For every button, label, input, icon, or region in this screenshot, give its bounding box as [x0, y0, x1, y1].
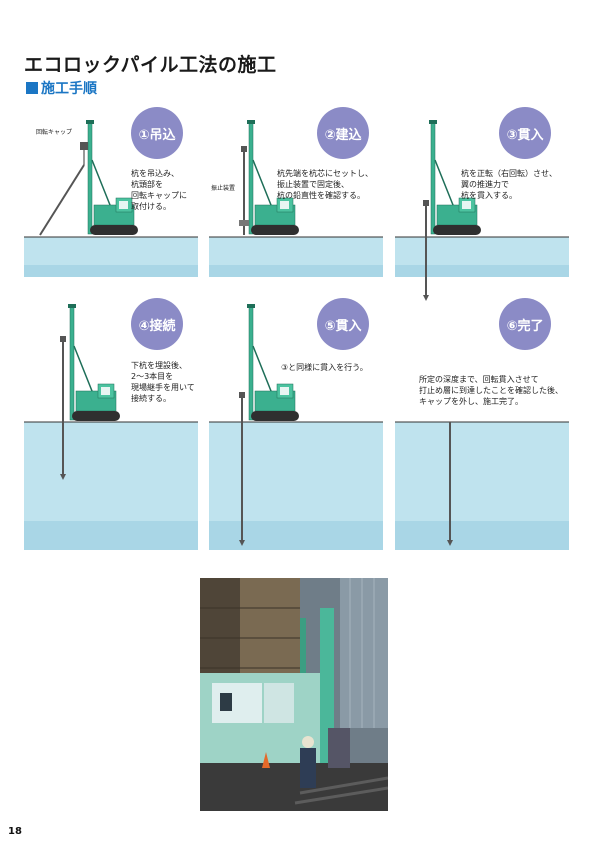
step-description-5: ③と同様に貫入を行う。 — [281, 363, 368, 372]
step-1-illustration — [24, 120, 198, 277]
step-badge-4: ④接続 — [131, 298, 183, 350]
step-5-illustration — [209, 304, 383, 550]
section-heading-text: 施工手順 — [41, 81, 97, 97]
step-description-3: 杭を正転（右回転）させ、 翼の推進力で 杭を貫入する。 — [461, 169, 557, 200]
step-6-illustration — [395, 421, 569, 550]
step-panel-2: 振止装置 ②建込 杭先端を杭芯にセットし、 振止装置で固定後、 杭の鉛直性を確認… — [209, 107, 383, 310]
step-description-1: 杭を吊込み、 杭頭部を 回転キャップに 取付ける。 — [131, 169, 187, 211]
site-photo-image — [200, 578, 388, 811]
step-panel-4: ④接続 下杭を埋設後、 2～3本目を 現場継手を用いて 接続する。 — [24, 296, 198, 550]
step-panel-1: 回転キャップ ①吊込 杭を吊込み、 杭頭部を 回転キャップに 取付ける。 — [24, 107, 198, 310]
step-badge-6: ⑥完了 — [499, 298, 551, 350]
step-badge-5: ⑤貫入 — [317, 298, 369, 350]
step-description-2: 杭先端を杭芯にセットし、 振止装置で固定後、 杭の鉛直性を確認する。 — [277, 169, 373, 200]
step-panel-3: ③貫入 杭を正転（右回転）させ、 翼の推進力で 杭を貫入する。 — [395, 107, 569, 310]
page-number: 18 — [8, 826, 22, 837]
square-bullet-icon — [26, 82, 38, 94]
step-description-6: 所定の深度まで、回転貫入させて 打止め層に到達したことを確認した後、 キャップを… — [419, 375, 563, 406]
page-title: エコロックパイル工法の施工 — [24, 54, 277, 76]
step-panel-6: ⑥完了 所定の深度まで、回転貫入させて 打止め層に到達したことを確認した後、 キ… — [395, 296, 569, 550]
site-photo — [200, 578, 388, 811]
step-description-4: 下杭を埋設後、 2～3本目を 現場継手を用いて 接続する。 — [131, 361, 195, 403]
step-3-illustration — [395, 120, 569, 301]
step-badge-1: ①吊込 — [131, 107, 183, 159]
step-badge-3: ③貫入 — [499, 107, 551, 159]
rotating-cap-label: 回転キャップ — [36, 129, 73, 136]
step-4-illustration — [24, 304, 198, 550]
stabilizer-label: 振止装置 — [211, 185, 236, 192]
section-heading: 施工手順 — [26, 78, 97, 98]
step-badge-2: ②建込 — [317, 107, 369, 159]
step-2-illustration — [209, 120, 383, 277]
step-panel-5: ⑤貫入 ③と同様に貫入を行う。 — [209, 296, 383, 550]
